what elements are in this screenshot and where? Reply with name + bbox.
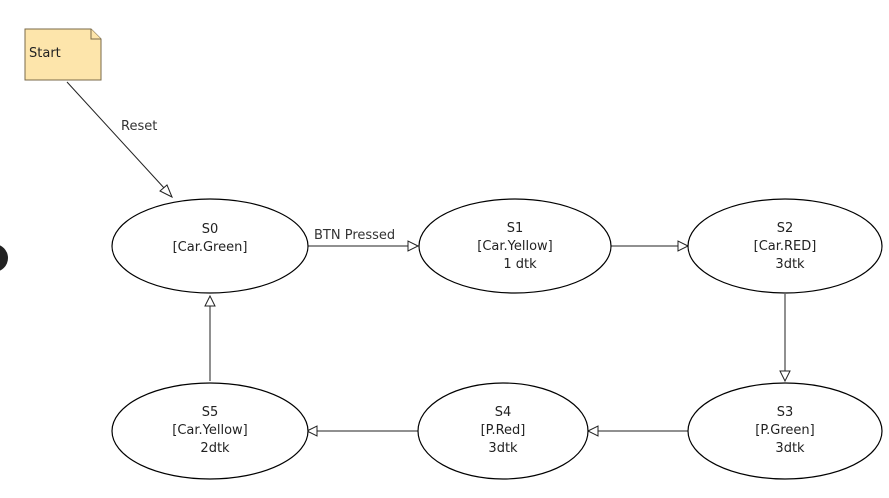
state-s1-name: S1	[507, 221, 524, 236]
state-s0[interactable]: S0 [Car.Green]	[111, 198, 309, 294]
state-s4-action: [P.Red]	[481, 423, 526, 438]
state-s5-action: [Car.Yellow]	[172, 423, 248, 438]
state-s0-action: [Car.Green]	[173, 240, 248, 255]
state-s4[interactable]: S4 [P.Red] 3dtk	[417, 382, 589, 480]
transitions: Reset BTN Pressed	[66, 81, 791, 437]
transition-s0-to-s1[interactable]: BTN Pressed	[307, 228, 420, 252]
state-s2-duration: 3dtk	[775, 257, 805, 272]
transition-s5-to-s0[interactable]	[204, 294, 216, 381]
transition-s1-to-s2[interactable]	[610, 240, 690, 252]
transition-s3-to-s4[interactable]	[586, 425, 688, 437]
state-s0-name: S0	[202, 222, 219, 237]
state-s1-duration: 1 dtk	[503, 257, 537, 272]
edge-dot-icon	[0, 245, 8, 271]
state-s2-name: S2	[777, 221, 794, 236]
state-s4-name: S4	[495, 405, 512, 420]
transition-label-reset: Reset	[121, 119, 157, 134]
state-s1-action: [Car.Yellow]	[477, 239, 553, 254]
state-s3-name: S3	[777, 405, 794, 420]
state-s3-action: [P.Green]	[755, 423, 814, 438]
state-s2[interactable]: S2 [Car.RED] 3dtk	[687, 198, 883, 294]
state-s3-duration: 3dtk	[775, 441, 805, 456]
state-s4-duration: 3dtk	[488, 441, 518, 456]
transition-s2-to-s3[interactable]	[779, 294, 791, 383]
transition-label-btn-pressed: BTN Pressed	[314, 228, 395, 243]
transition-start-to-s0[interactable]: Reset	[66, 81, 173, 199]
start-note-label: Start	[29, 46, 61, 61]
state-s3[interactable]: S3 [P.Green] 3dtk	[687, 382, 883, 480]
state-s5-duration: 2dtk	[200, 441, 230, 456]
transition-s4-to-s5[interactable]	[305, 425, 418, 437]
start-note[interactable]: Start	[24, 28, 102, 81]
state-s5[interactable]: S5 [Car.Yellow] 2dtk	[111, 382, 309, 480]
state-s5-name: S5	[202, 405, 219, 420]
state-s1[interactable]: S1 [Car.Yellow] 1 dtk	[418, 198, 612, 294]
state-s2-action: [Car.RED]	[754, 239, 817, 254]
